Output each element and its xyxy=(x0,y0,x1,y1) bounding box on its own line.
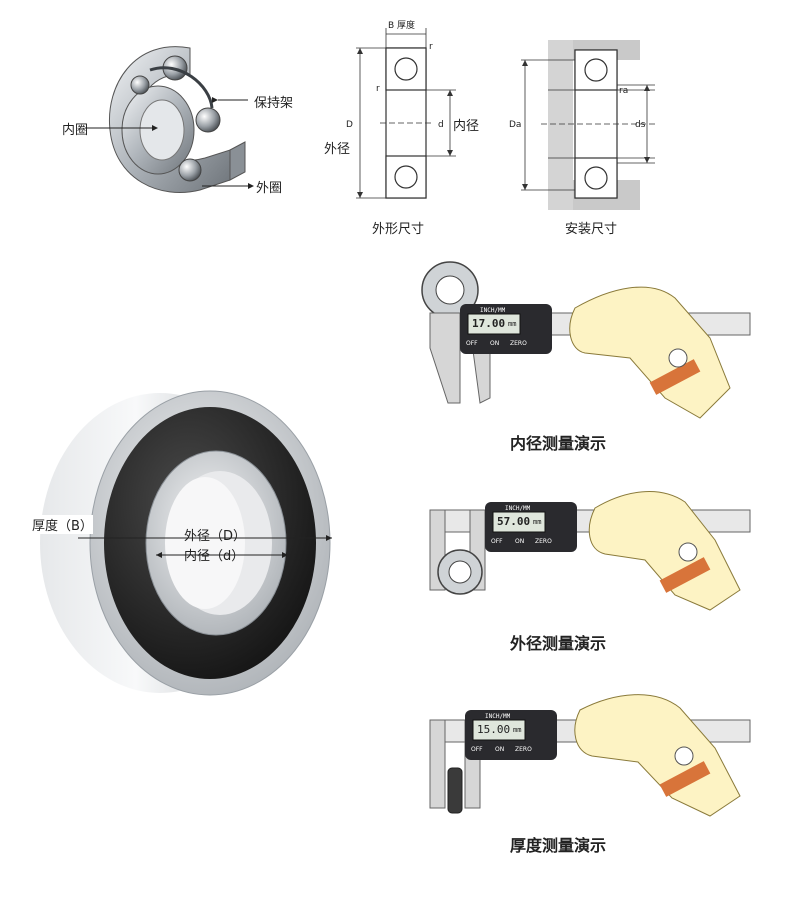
lcd-brand: INCH/MM xyxy=(505,505,531,512)
lcd-reading: 57.00 xyxy=(497,515,531,528)
label-corner-r-top: r xyxy=(429,42,433,52)
label-outer-ring: 外圈 xyxy=(256,181,283,196)
outline-dimension-drawing xyxy=(356,28,456,199)
label-d-inner-symbol: d xyxy=(438,120,444,130)
mounting-dimension-panel: Da ra ds 安装尺寸 xyxy=(505,30,655,242)
caliper-caption: 外径测量演示 xyxy=(510,634,607,653)
button-zero: ZERO xyxy=(510,340,527,347)
button-off: OFF xyxy=(491,538,503,545)
photo-label-outer-diameter: 外径（D） xyxy=(184,529,247,544)
label-b-thickness: B 厚度 xyxy=(388,21,416,31)
bearing-cutaway-panel: 内圈 保持架 外圈 xyxy=(40,30,330,210)
caliper-illustration xyxy=(421,261,751,419)
label-da-symbol: Da xyxy=(509,120,522,130)
button-on: ON xyxy=(515,538,525,545)
mounting-caption: 安装尺寸 xyxy=(565,222,618,237)
label-cage: 保持架 xyxy=(254,96,294,111)
caliper-caption: 内径测量演示 xyxy=(510,434,607,453)
lcd-unit: mm xyxy=(513,726,522,734)
outline-caption: 外形尺寸 xyxy=(372,222,425,237)
label-inner-diameter: 内径 xyxy=(453,119,480,134)
bearing-cutaway-illustration xyxy=(85,46,254,193)
button-off: OFF xyxy=(471,746,483,753)
label-d-outer-symbol: D xyxy=(346,120,353,130)
outline-dimension-panel: B 厚度 r r D 外径 d 内径 外形尺寸 xyxy=(320,12,490,242)
lcd-unit: mm xyxy=(533,518,542,526)
lcd-brand: INCH/MM xyxy=(480,307,506,314)
label-ds-symbol: ds xyxy=(635,120,646,130)
bearing-photo-panel: 厚度（B） 外径（D） 内径（d） xyxy=(20,375,350,715)
lcd-brand: INCH/MM xyxy=(485,713,511,720)
sealed-bearing-photo xyxy=(40,390,332,696)
caliper-caption: 厚度测量演示 xyxy=(510,836,607,855)
mounting-dimension-drawing xyxy=(521,40,655,210)
label-corner-r-left: r xyxy=(376,84,380,94)
button-on: ON xyxy=(490,340,500,347)
caliper-illustration xyxy=(429,694,751,817)
label-ra-symbol: ra xyxy=(619,86,629,96)
photo-label-thickness: 厚度（B） xyxy=(32,515,93,534)
caliper-demo-inner: INCH/MM 17.00 mm OFF ON ZERO 内径测量演示 xyxy=(410,258,760,458)
button-zero: ZERO xyxy=(515,746,532,753)
lcd-unit: mm xyxy=(508,320,517,328)
lcd-reading: 17.00 xyxy=(472,317,506,330)
label-outer-diameter: 外径 xyxy=(324,142,351,157)
button-off: OFF xyxy=(466,340,478,347)
lcd-reading: 15.00 xyxy=(477,723,511,736)
caliper-demo-thickness: INCH/MM 15.00 mm OFF ON ZERO 厚度测量演示 xyxy=(410,688,760,863)
label-inner-ring: 内圈 xyxy=(62,123,89,138)
caliper-illustration xyxy=(429,491,751,611)
caliper-demo-outer: INCH/MM 57.00 mm OFF ON ZERO 外径测量演示 xyxy=(410,480,760,660)
button-on: ON xyxy=(495,746,505,753)
button-zero: ZERO xyxy=(535,538,552,545)
photo-label-inner-diameter: 内径（d） xyxy=(184,549,245,564)
